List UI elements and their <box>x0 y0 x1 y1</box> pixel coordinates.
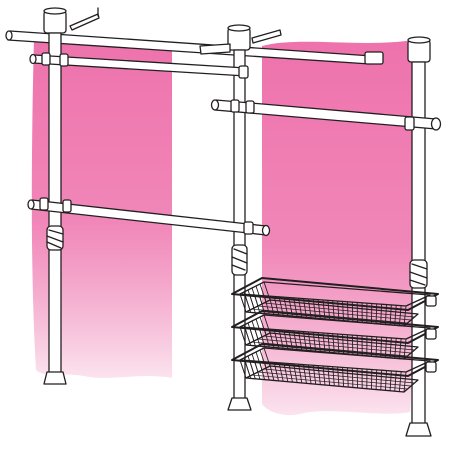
basket-runners <box>425 295 437 373</box>
top-connector-right <box>407 36 431 63</box>
hanging-rod-lower <box>27 197 271 237</box>
hanging-rod-upper-right <box>210 99 442 131</box>
wall-panel-left <box>31 34 173 378</box>
wire-basket-bottom <box>231 343 439 393</box>
wall-panel-right <box>262 40 416 416</box>
top-connector-middle <box>199 24 282 55</box>
frame <box>5 7 442 437</box>
top-rail <box>5 30 384 65</box>
top-connector-left <box>43 7 100 34</box>
wire-baskets <box>231 277 439 393</box>
hanging-rod-upper-left <box>29 52 249 79</box>
